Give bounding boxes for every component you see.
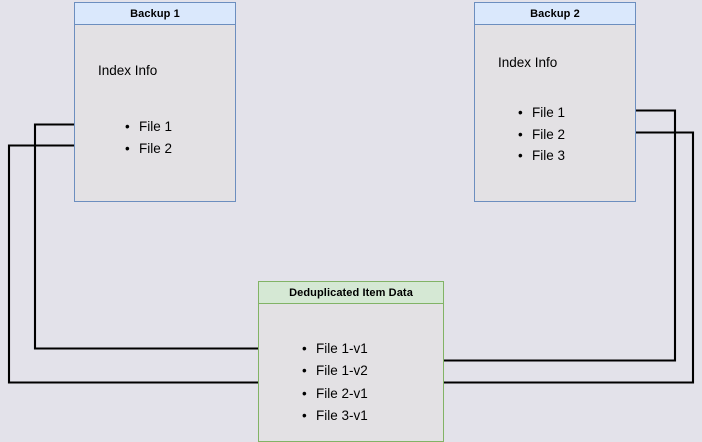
backup-1-title: Backup 1 bbox=[74, 2, 236, 25]
backup-1-body bbox=[74, 24, 236, 202]
backup-2-file-list: File 1 File 2 File 3 bbox=[518, 102, 565, 167]
connector-backup1-file2 bbox=[7, 144, 297, 387]
node-backup-2[interactable]: Backup 2 Index Info File 1 File 2 File 3 bbox=[474, 2, 636, 202]
list-item[interactable]: File 1-v1 bbox=[302, 338, 368, 360]
dedup-title: Deduplicated Item Data bbox=[258, 281, 444, 304]
node-backup-1[interactable]: Backup 1 Index Info File 1 File 2 bbox=[74, 2, 236, 202]
connector-backup2-file1 bbox=[392, 109, 677, 365]
list-item[interactable]: File 1-v2 bbox=[302, 360, 368, 382]
list-item[interactable]: File 1 bbox=[518, 102, 565, 124]
list-item[interactable]: File 2-v1 bbox=[302, 383, 368, 405]
list-item[interactable]: File 3 bbox=[518, 145, 565, 167]
node-deduplicated-item-data[interactable]: Deduplicated Item Data File 1-v1 File 1-… bbox=[258, 281, 444, 442]
backup-1-file-list: File 1 File 2 bbox=[125, 116, 172, 159]
list-item[interactable]: File 1 bbox=[125, 116, 172, 138]
dedup-item-list: File 1-v1 File 1-v2 File 2-v1 File 3-v1 bbox=[302, 338, 368, 427]
connector-backup2-file2 bbox=[392, 131, 695, 387]
backup-2-index-info-label: Index Info bbox=[498, 55, 558, 70]
backup-1-index-info-label: Index Info bbox=[98, 63, 158, 78]
list-item[interactable]: File 3-v1 bbox=[302, 405, 368, 427]
backup-2-title: Backup 2 bbox=[474, 2, 636, 25]
list-item[interactable]: File 2 bbox=[125, 138, 172, 160]
list-item[interactable]: File 2 bbox=[518, 124, 565, 146]
